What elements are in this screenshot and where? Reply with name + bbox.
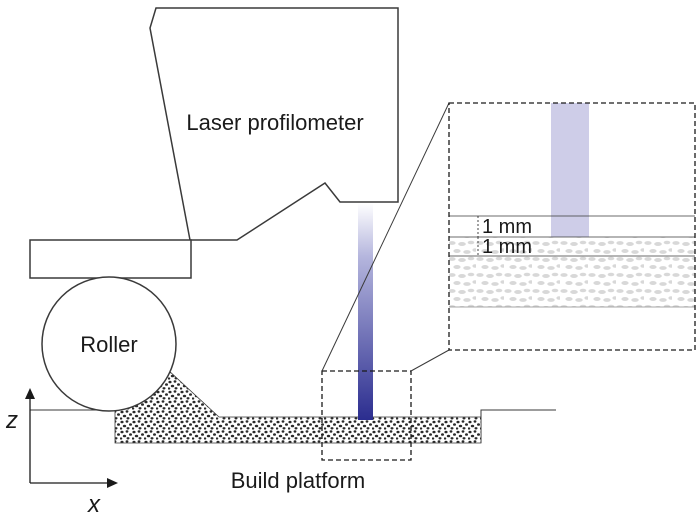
inset-label-lower: 1 mm	[482, 236, 532, 258]
x-arrow-icon	[107, 478, 118, 488]
inset-label-upper: 1 mm	[482, 216, 532, 238]
zoom-connector-top	[321, 102, 450, 372]
roller-arm	[29, 239, 192, 279]
zoom-region-box	[321, 370, 412, 461]
zoom-connector-bottom	[410, 349, 450, 372]
inset-laser-beam	[551, 103, 589, 237]
roller	[41, 276, 177, 412]
platform-floor-right	[480, 409, 556, 443]
profilometer-housing	[149, 7, 399, 241]
powder-bed	[114, 369, 482, 444]
zoom-inset: 1 mm 1 mm	[448, 102, 696, 351]
z-arrow-icon	[25, 388, 35, 399]
platform-label: Build platform	[231, 468, 366, 493]
laser-beam	[358, 203, 373, 420]
axes: z x	[5, 388, 118, 518]
inset-powder-layer	[449, 237, 695, 307]
profilometer-label: Laser profilometer	[186, 110, 363, 135]
x-axis-label: x	[87, 491, 101, 518]
roller-label: Roller	[80, 332, 137, 357]
z-axis-label: z	[5, 407, 18, 434]
